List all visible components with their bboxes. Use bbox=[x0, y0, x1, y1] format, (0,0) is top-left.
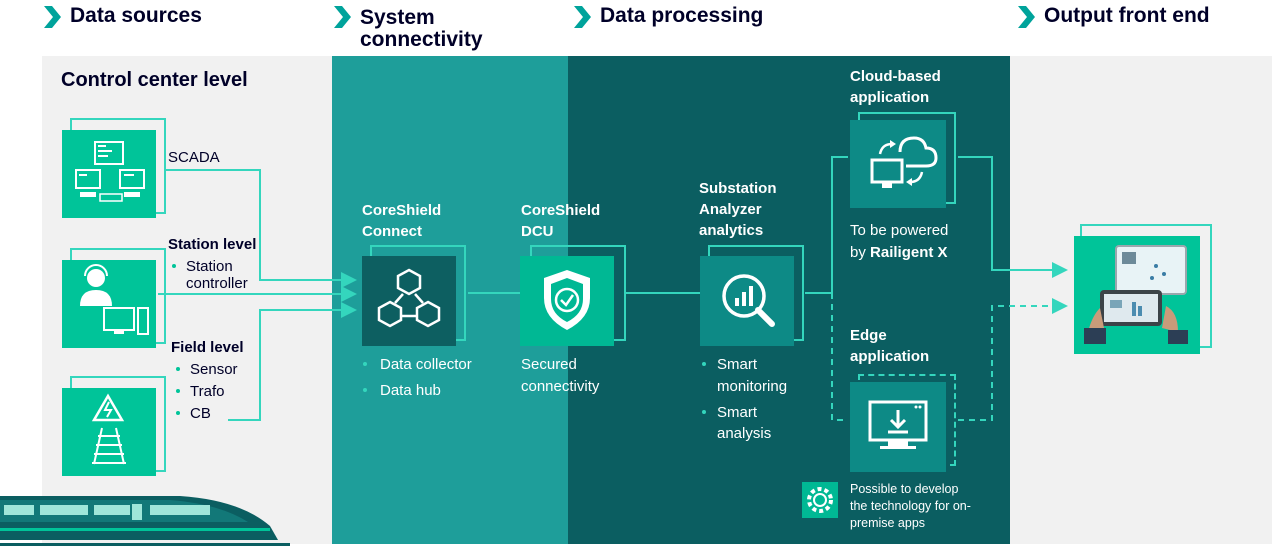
connect-title-1: CoreShield bbox=[362, 202, 442, 219]
edge-note-2: the technology for on- bbox=[850, 499, 971, 513]
cloud-desc-2-bold: Railigent X bbox=[870, 244, 948, 261]
analyzer-tile bbox=[700, 256, 794, 346]
bullet bbox=[702, 410, 706, 414]
station-item-1: Station bbox=[186, 258, 233, 275]
edge-note-3: premise apps bbox=[850, 516, 926, 530]
edge-note-1: Possible to develop bbox=[850, 482, 959, 496]
header-data-sources: Data sources bbox=[70, 4, 202, 27]
train-illustration bbox=[0, 496, 290, 546]
cloud-desc-2-prefix: by bbox=[850, 244, 871, 261]
shield-check-icon bbox=[544, 270, 590, 330]
connect-item-data-collector: Data collector bbox=[380, 356, 472, 373]
cloud-desc-2: by Railigent X bbox=[850, 242, 948, 263]
gear-badge bbox=[802, 482, 838, 518]
edge-title-2: application bbox=[850, 348, 930, 365]
connect-item-data-hub: Data hub bbox=[380, 382, 441, 399]
cubes-network-icon bbox=[377, 268, 441, 328]
scada-tile bbox=[62, 130, 156, 218]
dcu-desc-1: Secured bbox=[521, 356, 577, 373]
field-item-cb: CB bbox=[190, 405, 211, 422]
analyzer-item-1-line-1: Smart bbox=[717, 356, 758, 373]
monitor-tablet-icon bbox=[1084, 245, 1188, 344]
edge-title-1: Edge bbox=[850, 327, 887, 344]
bullet bbox=[176, 389, 180, 393]
station-item-2: controller bbox=[186, 275, 248, 292]
bullet bbox=[172, 264, 176, 268]
scada-label: SCADA bbox=[168, 149, 220, 166]
header-output-front-end: Output front end bbox=[1044, 4, 1210, 27]
station-tile bbox=[62, 260, 156, 348]
analyzer-item-2-line-2: analysis bbox=[717, 425, 772, 442]
magnifier-chart-icon bbox=[722, 274, 775, 327]
dcu-title-1: CoreShield bbox=[521, 202, 601, 219]
dcu-title-2: DCU bbox=[521, 223, 554, 240]
analyzer-title-3: analytics bbox=[699, 222, 764, 239]
edge-tile bbox=[850, 382, 946, 472]
bullet bbox=[176, 367, 180, 371]
connect-tile bbox=[362, 256, 456, 346]
cloud-title-1: Cloud-based bbox=[850, 68, 941, 85]
field-tile bbox=[62, 388, 156, 476]
header-data-processing: Data processing bbox=[600, 4, 764, 27]
bullet bbox=[363, 362, 367, 366]
computer-network-icon bbox=[75, 141, 145, 202]
header-system-connectivity-1: System bbox=[360, 6, 435, 29]
cloud-sync-icon bbox=[870, 136, 938, 188]
connect-title-2: Connect bbox=[362, 223, 422, 240]
output-tile bbox=[1074, 236, 1200, 354]
gear-icon bbox=[807, 487, 833, 513]
header-system-connectivity-2: connectivity bbox=[360, 28, 483, 51]
field-item-trafo: Trafo bbox=[190, 383, 225, 400]
cloud-title-2: application bbox=[850, 89, 930, 106]
analyzer-title-2: Analyzer bbox=[699, 201, 762, 218]
analyzer-title-1: Substation bbox=[699, 180, 777, 197]
high-voltage-rail-icon bbox=[91, 393, 126, 465]
bullet bbox=[176, 411, 180, 415]
bullet bbox=[363, 388, 367, 392]
field-item-sensor: Sensor bbox=[190, 361, 238, 378]
field-level-label: Field level bbox=[171, 339, 244, 356]
bullet bbox=[702, 362, 706, 366]
dcu-tile bbox=[520, 256, 614, 346]
control-center-level-label: Control center level bbox=[61, 69, 248, 91]
cloud-desc-1: To be powered bbox=[850, 222, 949, 239]
operator-workstation-icon bbox=[80, 264, 149, 335]
analyzer-item-1-line-2: monitoring bbox=[717, 378, 788, 395]
station-level-label: Station level bbox=[168, 236, 257, 253]
monitor-download-icon bbox=[868, 400, 928, 449]
cloud-tile bbox=[850, 120, 946, 208]
analyzer-item-2-line-1: Smart bbox=[717, 404, 758, 421]
dcu-desc-2: connectivity bbox=[521, 378, 600, 395]
